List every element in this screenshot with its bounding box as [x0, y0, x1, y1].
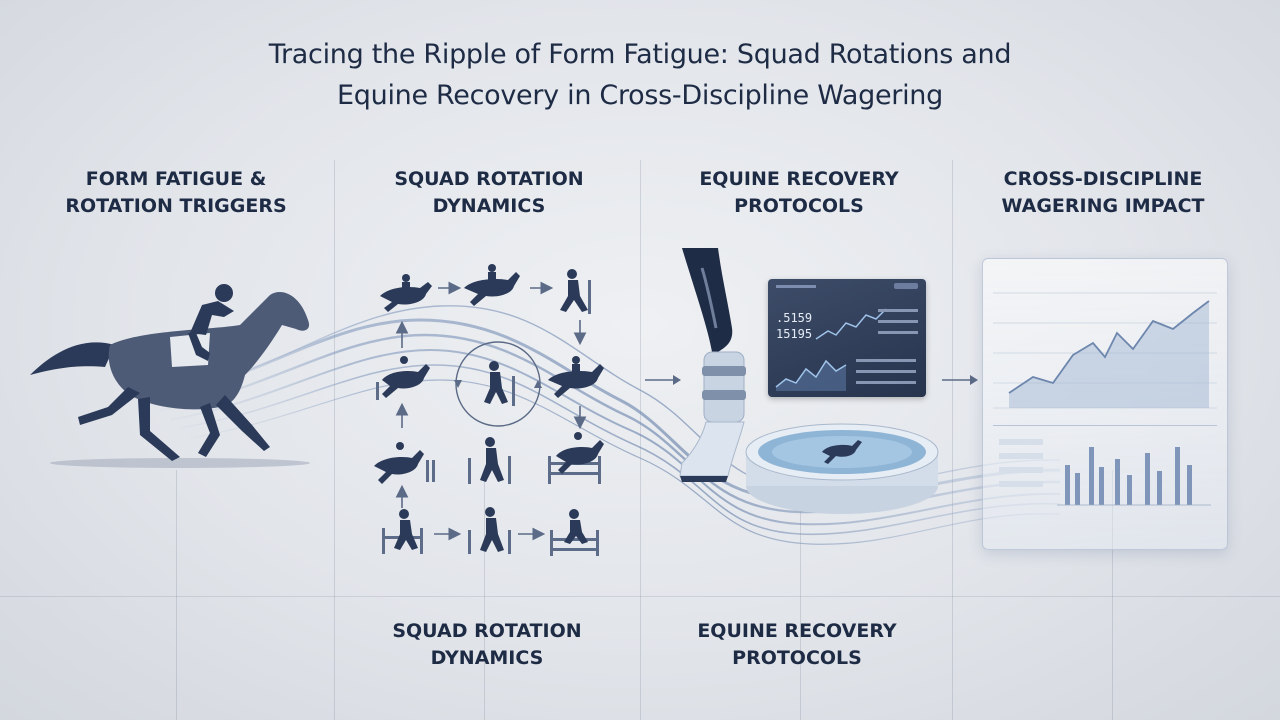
monitor-header-badge	[894, 283, 918, 289]
divider	[334, 160, 335, 720]
bottom-label-squad-rotation: SQUAD ROTATION DYNAMICS	[392, 620, 582, 669]
divider	[484, 470, 485, 720]
divider	[176, 470, 177, 720]
leg-wrap-icon	[679, 248, 746, 482]
monitor-reading-2: 15195	[776, 327, 813, 341]
title-line-1: Tracing the Ripple of Form Fatigue: Squa…	[268, 39, 1012, 70]
dashboard-divider	[993, 425, 1217, 426]
flow-arrow	[645, 375, 681, 385]
bottom-label-equine-recovery: EQUINE RECOVERY PROTOCOLS	[697, 620, 897, 669]
column-heading-wagering-impact: CROSS-DISCIPLINE WAGERING IMPACT	[1001, 168, 1205, 217]
monitor-header-bar	[776, 285, 816, 288]
column-heading-squad-rotation: SQUAD ROTATION DYNAMICS	[394, 168, 584, 217]
horse-rider-icon	[548, 356, 604, 398]
rotation-cycle-icon	[454, 341, 542, 427]
athlete-icon	[560, 269, 591, 314]
hurdle-icon	[376, 356, 430, 400]
bar-chart-icon	[999, 439, 1211, 506]
wagering-dashboard	[982, 258, 1228, 550]
recovery-pool-icon	[745, 423, 939, 514]
recovery-monitor: .5159 15195	[768, 279, 926, 397]
line-chart-icon	[775, 359, 847, 391]
flow-arrow	[942, 375, 978, 385]
divider	[1112, 470, 1113, 720]
monitor-stat-rows	[856, 359, 916, 392]
monitor-stat-rows	[878, 309, 918, 342]
hurdle-icon	[374, 442, 435, 484]
squad-rotation-diagram	[374, 264, 604, 556]
column-heading-form-fatigue: FORM FATIGUE & ROTATION TRIGGERS	[65, 168, 287, 217]
hurdle-icon	[382, 509, 423, 554]
divider	[952, 160, 953, 720]
racehorse-jockey-icon	[30, 284, 310, 468]
divider	[800, 470, 801, 720]
monitor-reading-1: .5159	[776, 311, 813, 325]
hurdle-icon	[548, 432, 604, 484]
horse-rider-icon	[380, 274, 432, 312]
line-chart-icon	[993, 292, 1217, 409]
horse-rider-icon	[464, 264, 520, 306]
divider	[0, 596, 1280, 597]
athlete-icon	[468, 507, 511, 554]
hurdle-icon	[550, 509, 599, 556]
divider	[640, 160, 641, 720]
page-title: Tracing the Ripple of Form Fatigue: Squa…	[0, 34, 1280, 116]
line-chart-icon	[815, 308, 887, 340]
athlete-icon	[468, 437, 511, 484]
column-heading-equine-recovery: EQUINE RECOVERY PROTOCOLS	[699, 168, 899, 217]
title-line-2: Equine Recovery in Cross-Discipline Wage…	[337, 80, 943, 111]
